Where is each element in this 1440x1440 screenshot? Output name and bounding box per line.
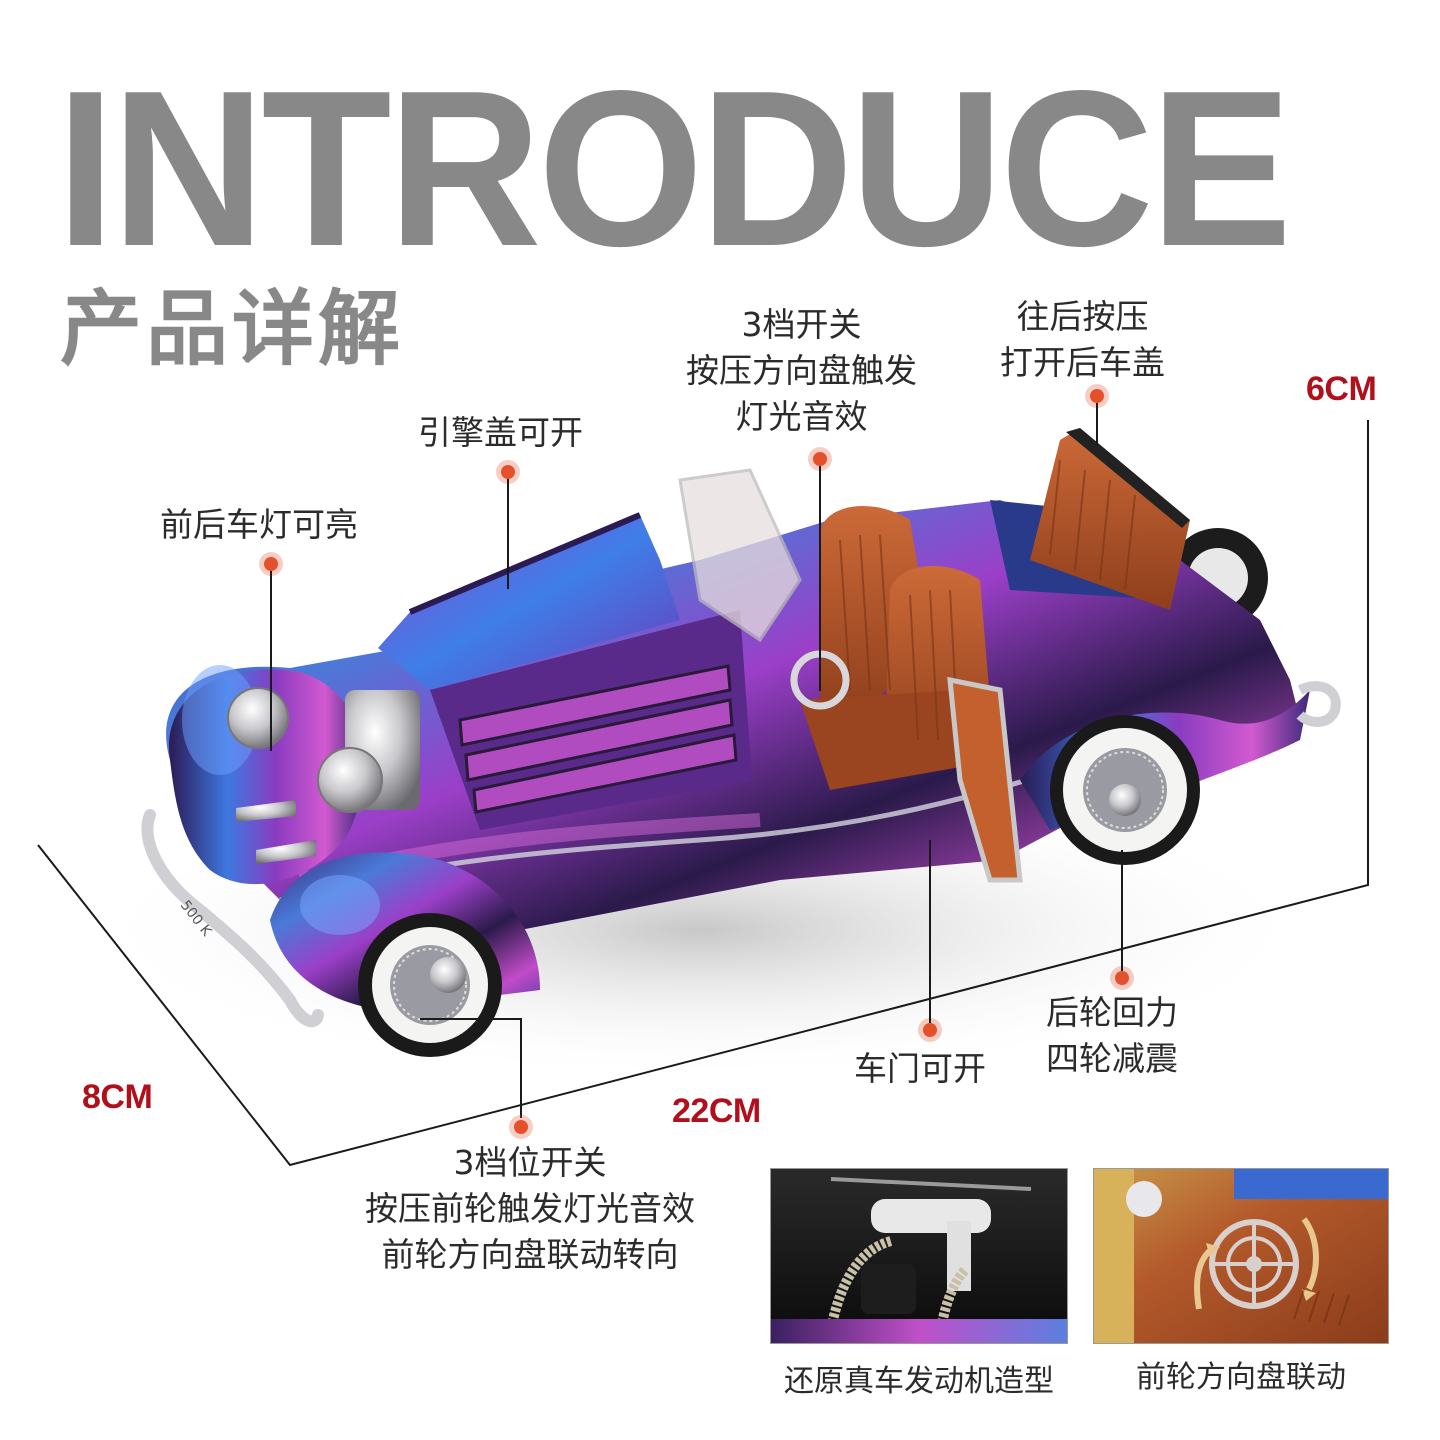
callout-rear-wheel: 后轮回力 四轮减震 (1046, 993, 1178, 1078)
callout-lights: 前后车灯可亮 (160, 505, 358, 544)
leader-line-trunk (1096, 403, 1098, 445)
thumbnail-engine-detail (770, 1168, 1068, 1344)
callout-front-wheel-switch: 3档位开关 按压前轮触发灯光音效 前轮方向盘联动转向 (365, 1143, 695, 1274)
leader-line-hood (507, 479, 509, 589)
rear-wheel (1050, 715, 1200, 865)
thumbnail-caption-steering: 前轮方向盘联动 (1136, 1360, 1346, 1395)
leader-line-lights (270, 571, 272, 751)
callout-door: 车门可开 (854, 1049, 986, 1088)
callout-dot-front-wheel-switch (514, 1120, 528, 1134)
callout-trunk: 往后按压 打开后车盖 (1000, 297, 1165, 382)
callout-dot-door (923, 1023, 937, 1037)
dimension-length: 22CM (672, 1092, 761, 1130)
engine-detail-image (771, 1169, 1067, 1343)
leader-line-front-wheel-v (520, 1018, 522, 1118)
callout-dot-trunk (1090, 389, 1104, 403)
leader-line-front-wheel-h (420, 1018, 522, 1020)
callout-dot-rear-wheel (1115, 971, 1129, 985)
steering-detail-image (1094, 1169, 1388, 1343)
page-title: INTRODUCE (56, 45, 1292, 293)
callout-dot-hood (501, 465, 515, 479)
leader-line-door (929, 840, 931, 1023)
page-subtitle: 产品详解 (60, 282, 405, 377)
callout-steering-switch: 3档开关 按压方向盘触发 灯光音效 (686, 305, 917, 436)
thumbnail-steering-detail (1093, 1168, 1389, 1344)
front-wheel (358, 913, 502, 1057)
thumbnail-caption-engine: 还原真车发动机造型 (784, 1364, 1054, 1399)
dimension-width: 8CM (82, 1078, 153, 1116)
callout-dot-steering-switch (813, 452, 827, 466)
callout-dot-lights (264, 557, 278, 571)
callout-hood: 引擎盖可开 (418, 413, 583, 452)
leader-line-rear-wheel (1121, 850, 1123, 971)
dimension-height: 6CM (1306, 370, 1377, 408)
leader-line-steering-switch (819, 466, 821, 691)
